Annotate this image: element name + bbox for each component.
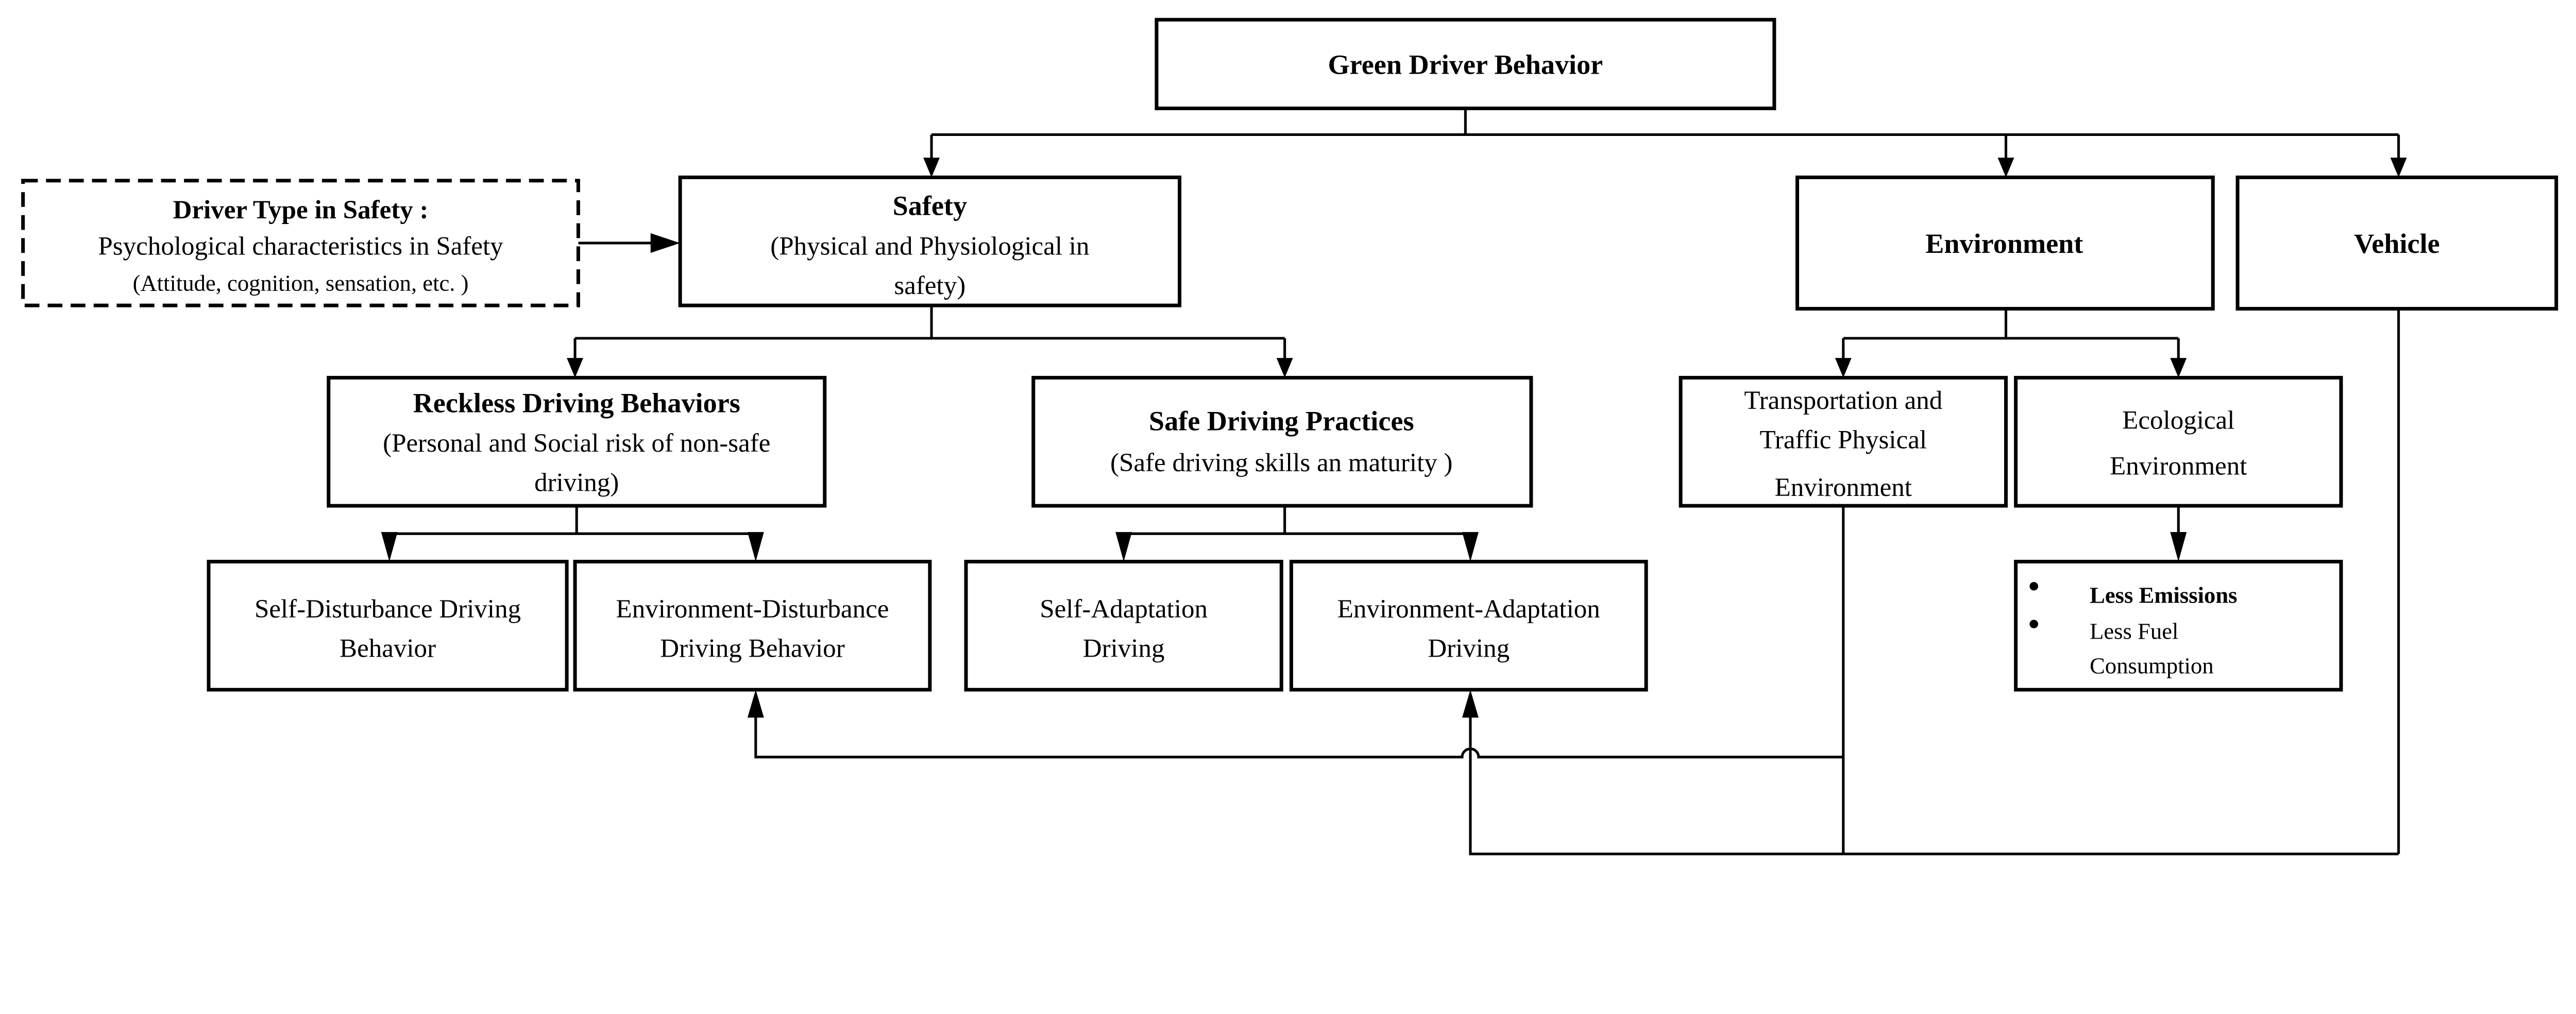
node-line: (Safe driving skills an maturity ) [1110, 449, 1453, 477]
arrow-down-icon [1835, 358, 1852, 378]
node-self-adaptation: Self-Adaptation Driving [964, 560, 1283, 692]
node-ecological-environment: Ecological Environment [2014, 375, 2343, 508]
arrow-down-icon [1276, 358, 1293, 378]
node-title: Driver Type in Safety : [173, 196, 429, 225]
node-line: Environment [2110, 452, 2247, 481]
bullet-item: Less Fuel [2090, 618, 2178, 644]
node-line: Driving Behavior [660, 634, 844, 663]
node-driver-type: Driver Type in Safety : Psychological ch… [21, 179, 580, 307]
arrow-down-icon [567, 358, 584, 378]
node-title: Vehicle [2354, 228, 2440, 259]
node-line: Self-Disturbance Driving [255, 595, 521, 624]
bullet-item: Less Emissions [2090, 582, 2237, 608]
arrow-down-icon [2390, 158, 2407, 178]
node-emissions: Less Emissions Less Fuel Consumption [2014, 560, 2343, 692]
arrow-up-icon [747, 690, 764, 718]
node-safe-driving-practices: Safe Driving Practices (Safe driving ski… [1031, 375, 1533, 508]
node-line: (Attitude, cognition, sensation, etc. ) [133, 270, 469, 296]
bullet-icon [2029, 582, 2038, 591]
node-line: Driving [1428, 634, 1510, 663]
node-self-disturbance: Self-Disturbance Driving Behavior [207, 560, 569, 692]
node-line: Self-Adaptation [1040, 595, 1208, 624]
node-environment: Environment [1795, 175, 2215, 311]
arrow-down-icon [1997, 158, 2014, 178]
node-line: safety) [894, 271, 965, 300]
node-reckless-driving: Reckless Driving Behaviors (Personal and… [327, 375, 827, 508]
node-line: Behavior [340, 634, 436, 663]
connectors [388, 108, 2400, 855]
node-title: Green Driver Behavior [1328, 49, 1603, 80]
node-title: Reckless Driving Behaviors [413, 387, 740, 418]
node-line: driving) [534, 468, 619, 497]
bullet-icon [2029, 620, 2038, 629]
node-line: Environment-Adaptation [1337, 595, 1600, 624]
arrow-down-icon [381, 532, 398, 562]
arrow-down-icon [747, 532, 764, 562]
arrowheads [381, 158, 2407, 718]
arrow-up-icon [1462, 690, 1479, 718]
node-line: Environment-Disturbance [616, 595, 889, 624]
node-line: Traffic Physical [1760, 426, 1927, 455]
arrow-down-icon [923, 158, 940, 178]
arrow-down-icon [2170, 532, 2187, 562]
node-transportation-environment: Transportation and Traffic Physical Envi… [1679, 375, 2008, 508]
node-title: Safety [893, 191, 967, 221]
node-environment-adaptation: Environment-Adaptation Driving [1289, 560, 1648, 692]
node-vehicle: Vehicle [2235, 175, 2558, 311]
arrow-down-icon [1115, 532, 1132, 562]
node-line: Ecological [2122, 406, 2234, 435]
bullet-item: Consumption [2090, 652, 2214, 678]
node-title: Environment [1925, 228, 2083, 259]
arrow-down-icon [1462, 532, 1479, 562]
node-line: Transportation and [1744, 386, 1942, 415]
node-environment-disturbance: Environment-Disturbance Driving Behavior [573, 560, 932, 692]
arrow-down-icon [2170, 358, 2187, 378]
node-safety: Safety (Physical and Physiological in sa… [678, 175, 1182, 307]
node-line: Environment [1775, 473, 1912, 502]
node-green-driver-behavior: Green Driver Behavior [1155, 18, 1776, 110]
node-line: Driving [1083, 634, 1165, 663]
node-line: Psychological characteristics in Safety [98, 232, 503, 261]
arrow-right-icon [650, 233, 681, 253]
node-line: (Personal and Social risk of non-safe [383, 429, 770, 458]
node-title: Safe Driving Practices [1149, 405, 1414, 436]
node-line: (Physical and Physiological in [770, 232, 1089, 261]
green-driver-behavior-diagram: Green Driver Behavior Driver Type in Saf… [21, 18, 2558, 855]
